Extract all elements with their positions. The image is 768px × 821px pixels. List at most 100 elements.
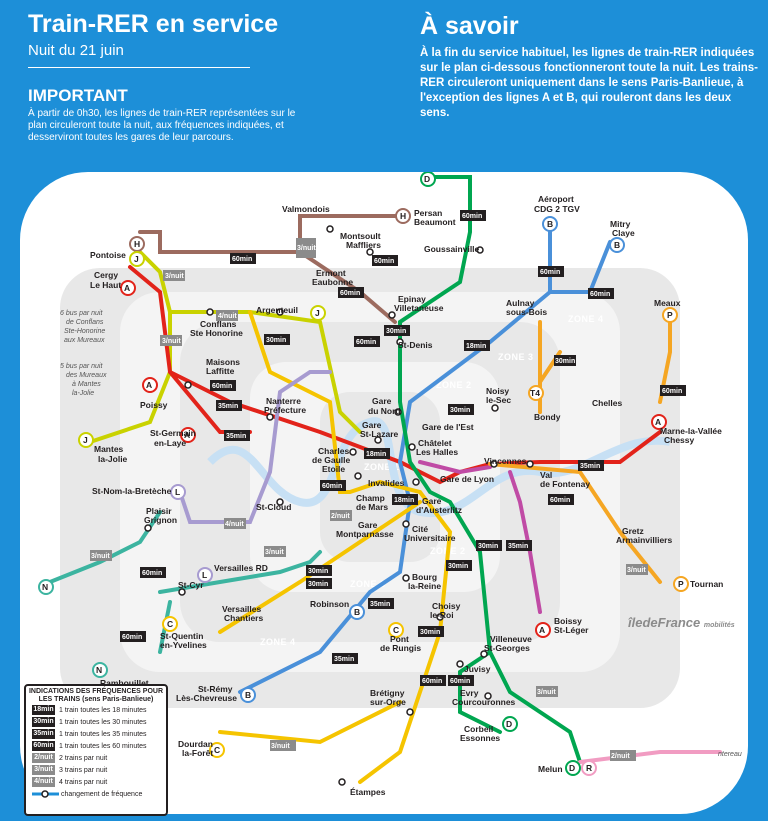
station-label: Aéroport [538, 194, 574, 204]
station-label: Bondy [534, 412, 561, 422]
line-letter: B [354, 607, 360, 617]
freq-badge [330, 510, 352, 521]
line-badge-d [565, 760, 581, 776]
freq-label: 60min [322, 483, 342, 490]
line-l [178, 370, 332, 524]
line-badge-a [180, 427, 196, 443]
station-label: Rambouillet [100, 678, 149, 688]
legend-title: INDICATIONS DES FRÉQUENCES POUR LES TRAI… [28, 688, 164, 703]
freq-label: 60min [540, 269, 560, 276]
legend-row: changement de fréquence [32, 788, 166, 800]
legend-text: changement de fréquence [61, 790, 143, 798]
station-label: Lès-Chevreuse [176, 693, 237, 703]
freq-label: 3/nuit [297, 245, 316, 252]
line-b [238, 230, 552, 694]
line-letter: H [400, 211, 406, 221]
legend-text: 3 trains par nuit [59, 766, 108, 774]
freq-badge [306, 565, 332, 576]
legend-badge: 3/nuit [32, 765, 55, 775]
station-label: Chelles [592, 398, 623, 408]
line-badge-p [673, 576, 689, 592]
zone-label: ZONE 4 [260, 637, 296, 647]
station-label: Versailles [222, 604, 262, 614]
freq-label: 30min [420, 629, 440, 636]
bus-note-line: de Conflans [66, 319, 104, 326]
freq-label: 35min [218, 403, 238, 410]
line-badges: D B B H H J A P J A T4 A J A L L N P B C… [38, 172, 689, 776]
station-label: Courcouronnes [452, 697, 516, 707]
line-badge-l [170, 484, 186, 500]
freq-badges: 60min 3/nuit 60min 60min 60min 3/nuit 60… [90, 210, 686, 761]
station-label: Marne-la-Vallée [660, 426, 722, 436]
freq-label: 35min [334, 656, 354, 663]
station-label: Villetaneuse [394, 303, 444, 313]
station-label: Villeneuve [490, 634, 532, 644]
idf-logo: îledeFrance mobilités [628, 615, 735, 630]
station-label: Essonnes [460, 733, 500, 743]
bus-note-line: 6 bus par nuit [60, 310, 103, 317]
line-badge-t4 [528, 385, 544, 401]
line-letter: A [146, 380, 152, 390]
map-svg: ZONE 1 ZONE 2 ZONE 2 ZONE 3 ZONE 3 ZONE … [38, 172, 742, 797]
station-label: Pontoise [90, 250, 126, 260]
freq-badge [140, 567, 166, 578]
freq-badge [418, 626, 444, 637]
freq-badge [578, 460, 604, 471]
line-letter: C [167, 619, 173, 629]
frequency-change-icon [32, 790, 59, 798]
freq-label: 30min [478, 543, 498, 550]
station-label: Val [540, 470, 552, 480]
station-label: Étampes [350, 787, 386, 797]
line-letter: L [202, 570, 207, 580]
line-badge-a [120, 280, 136, 296]
station-label: Charles [318, 446, 349, 456]
station-label: le-Sec [486, 395, 511, 405]
freq-label: 60min [550, 497, 570, 504]
freq-label: 18min [366, 451, 386, 458]
station-label: Bourg [412, 572, 437, 582]
station-label: St-Quentin [160, 631, 203, 641]
line-badge-a [651, 414, 667, 430]
freq-badge [354, 336, 380, 347]
page-subtitle: Nuit du 21 juin [28, 42, 124, 59]
legend-badge: 18min [32, 705, 55, 715]
freq-badge [120, 631, 146, 642]
station-label: Chessy [664, 435, 695, 445]
zone-label: ZONE 5 [212, 718, 248, 728]
station-label: Gare de Lyon [440, 474, 494, 484]
zone-label: ZONE 3 [498, 352, 534, 362]
freq-label: 35min [370, 601, 390, 608]
station-label: Universitaire [404, 533, 456, 543]
freq-badge [536, 686, 558, 697]
freq-label: 30min [448, 563, 468, 570]
legend-text: 1 train toutes les 18 minutes [59, 706, 147, 714]
line-letter: J [83, 435, 88, 445]
freq-badge [90, 550, 112, 561]
line-letter: D [569, 763, 575, 773]
legend-row: 3/nuit 3 trains par nuit [32, 764, 166, 776]
bus-note-line: 5 bus par nuit [60, 363, 103, 370]
freq-badge [364, 448, 390, 459]
freq-label: 18min [394, 497, 414, 504]
freq-badge [460, 210, 486, 221]
zone-label: ZONE 3 [350, 579, 386, 589]
bus-note-line: des Mureaux [66, 372, 107, 379]
station-label: en-Laye [154, 438, 186, 448]
station-label: Eaubonne [312, 277, 353, 287]
brand-tagline: mobilités [703, 622, 735, 629]
line-letter: B [614, 240, 620, 250]
station-label: Laffitte [206, 366, 235, 376]
station-label: St-Lazare [360, 429, 399, 439]
freq-badge [384, 325, 410, 336]
line-letter: N [96, 665, 102, 675]
line-badge-b [609, 237, 625, 253]
freq-badge [660, 385, 686, 396]
station-label: Plaisir [146, 506, 172, 516]
freq-label: 60min [450, 678, 470, 685]
rer-map: ZONE 1 ZONE 2 ZONE 2 ZONE 3 ZONE 3 ZONE … [20, 172, 748, 814]
station-label: Maffliers [346, 240, 381, 250]
legend-text: 4 trains par nuit [59, 778, 108, 786]
station-label: Montparnasse [336, 529, 394, 539]
station-label: Mantes [94, 444, 124, 454]
